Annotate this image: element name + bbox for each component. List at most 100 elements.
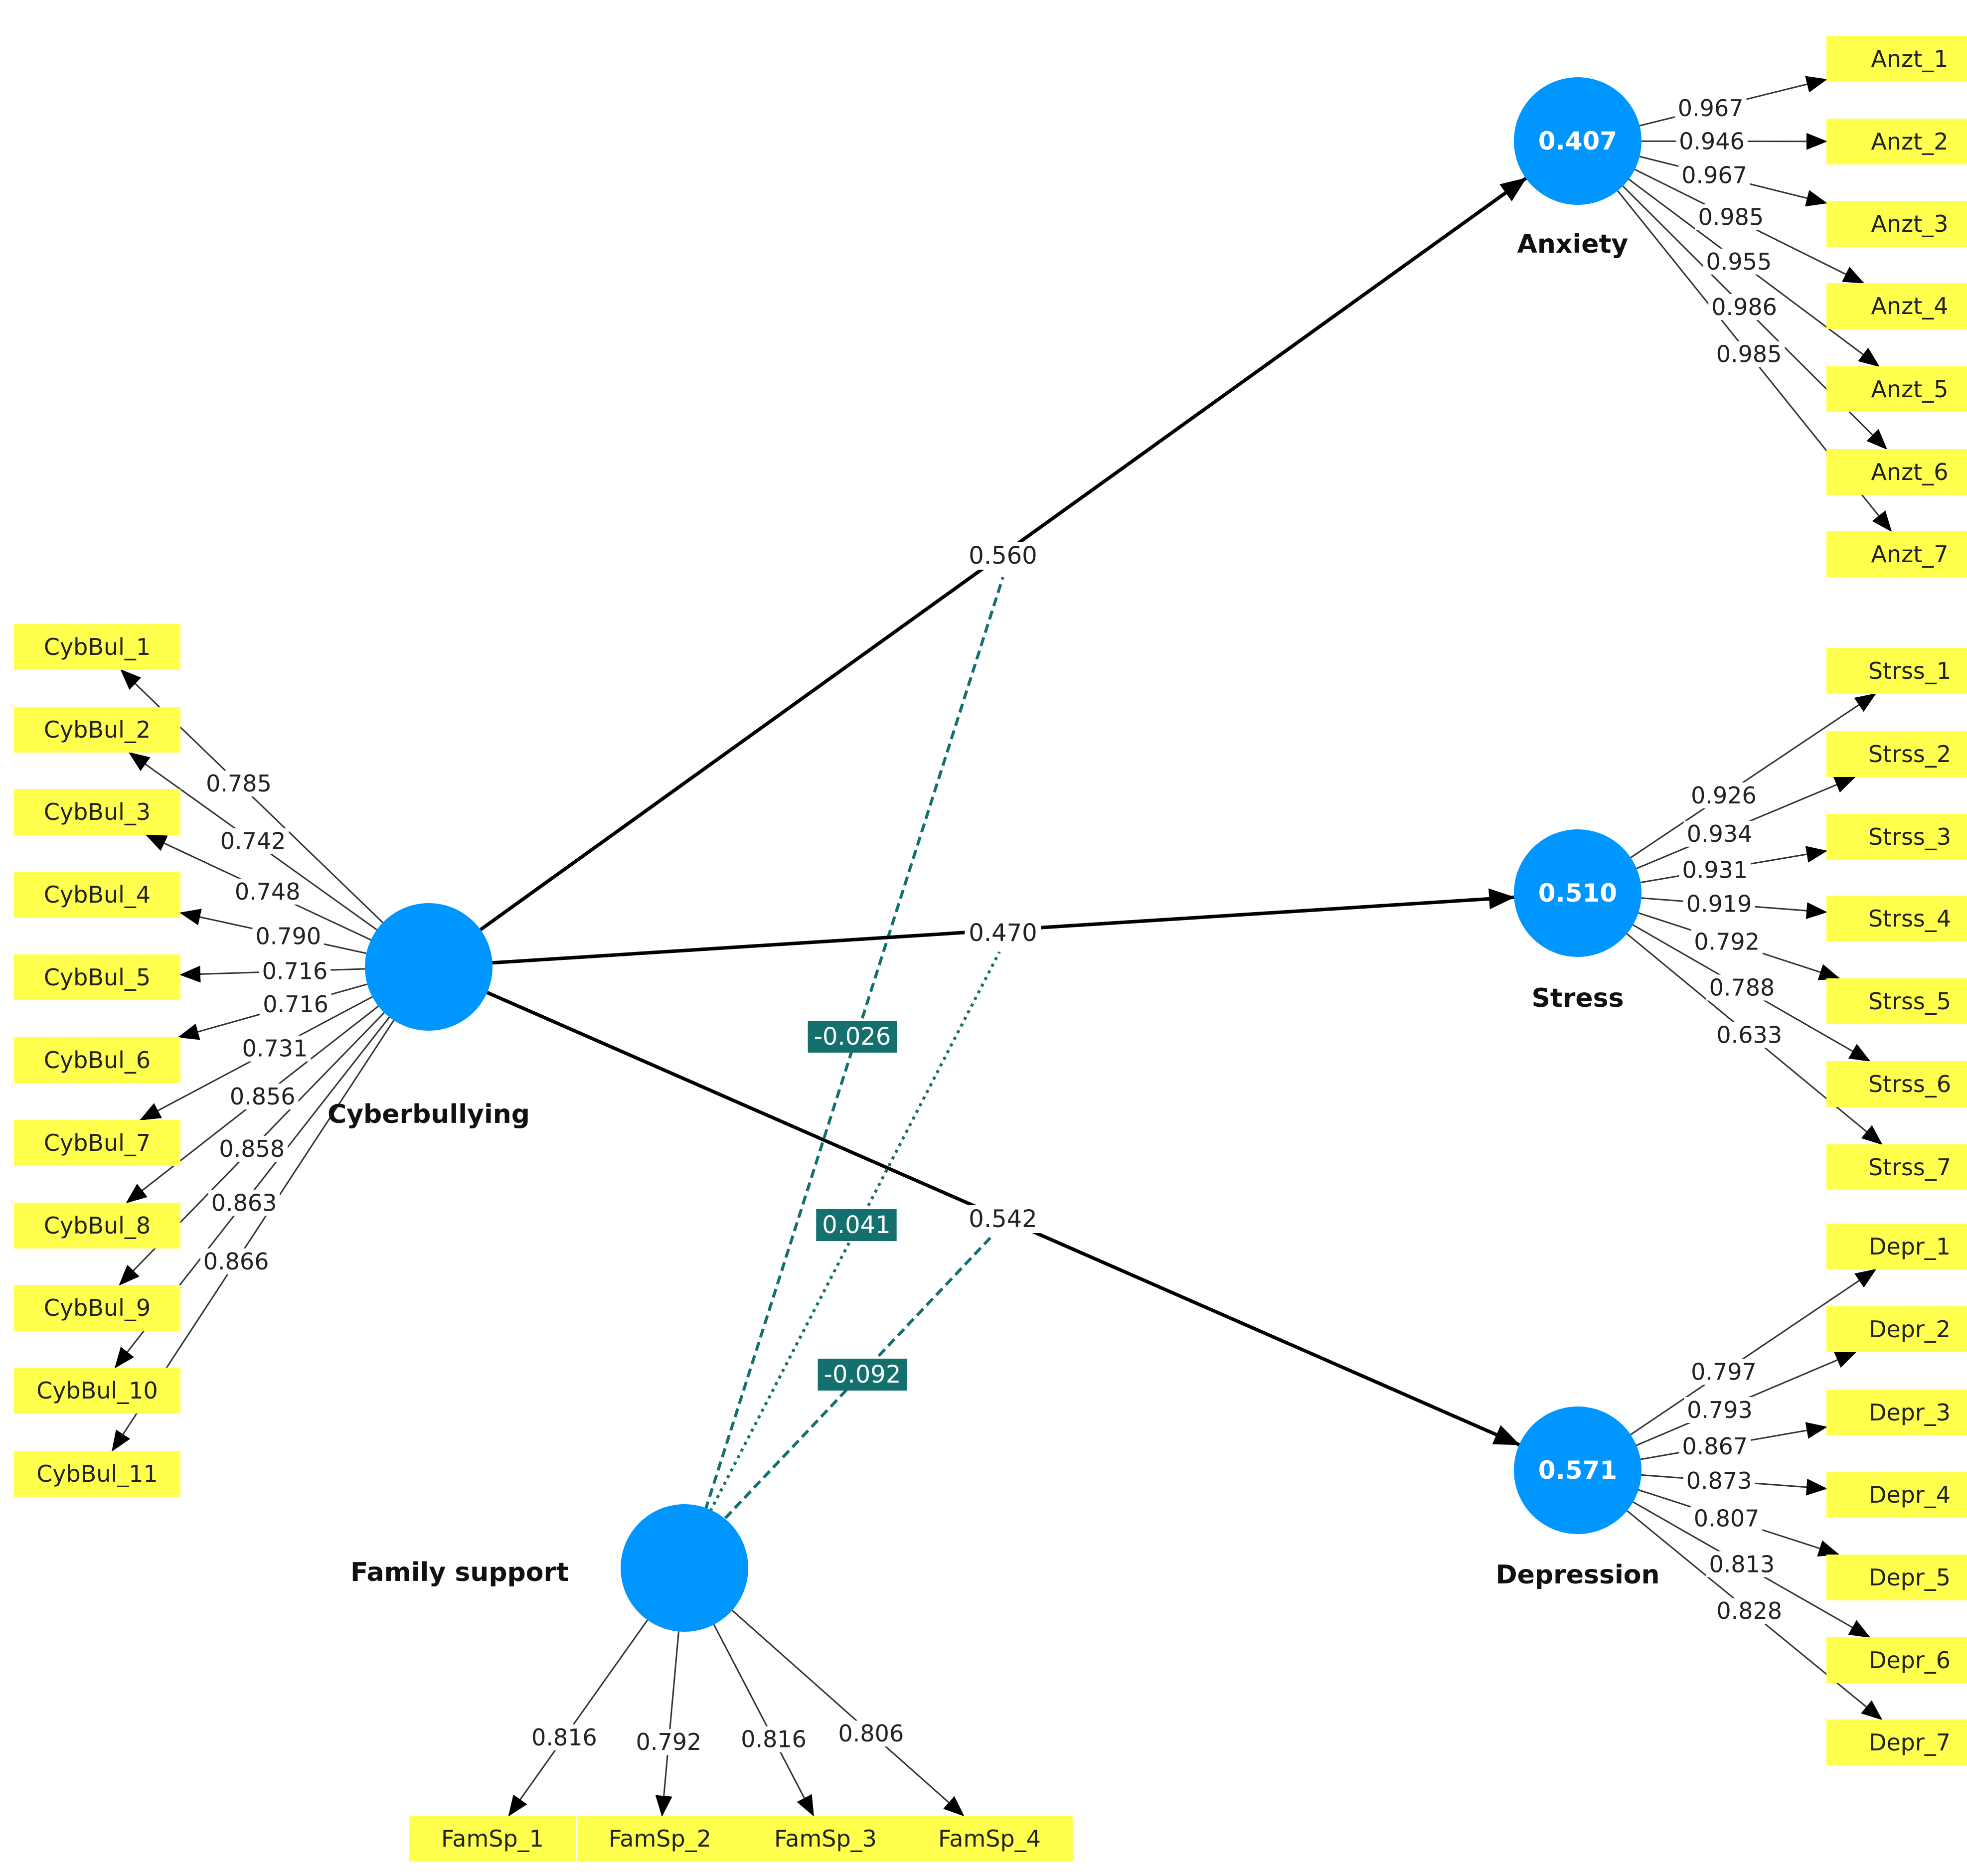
loading-value-cybbul-4-group: 0.790 bbox=[252, 923, 325, 950]
indicator-box-anzt-3[interactable] bbox=[1826, 201, 1967, 247]
loading-value-cybbul-3-group: 0.748 bbox=[231, 878, 304, 905]
construct-anx-circle[interactable] bbox=[1514, 77, 1641, 205]
loading-value-depr-6-group: 0.813 bbox=[1706, 1551, 1778, 1577]
indicator-box-strss-6[interactable] bbox=[1826, 1061, 1967, 1107]
construct-str-circle[interactable] bbox=[1514, 829, 1641, 957]
construct-label-anx: Anxiety bbox=[1517, 229, 1629, 259]
indicator-box-famsp-2[interactable] bbox=[577, 1816, 743, 1862]
loading-value-strss-6-group: 0.788 bbox=[1706, 974, 1778, 1001]
indicator-box-cybbul-9[interactable] bbox=[14, 1285, 180, 1331]
indicator-box-cybbul-8[interactable] bbox=[14, 1203, 180, 1249]
loading-line-famsp-2 bbox=[655, 1631, 679, 1817]
loading-value-cybbul-4: 0.790 bbox=[255, 923, 321, 950]
loading-value-famsp-4-background bbox=[835, 1720, 907, 1747]
loading-value-depr-5-group: 0.807 bbox=[1690, 1505, 1763, 1532]
indicator-box-cybbul-10[interactable] bbox=[14, 1368, 180, 1413]
loading-value-cybbul-6-group: 0.716 bbox=[260, 991, 331, 1018]
loading-value-strss-3-background bbox=[1679, 857, 1751, 883]
loading-value-strss-2-group: 0.934 bbox=[1683, 820, 1756, 847]
indicator-box-cybbul-4[interactable] bbox=[14, 872, 180, 918]
indicator-box-strss-5[interactable] bbox=[1826, 978, 1967, 1024]
loading-value-cybbul-6-background bbox=[260, 991, 331, 1018]
construct-cyb-circle[interactable] bbox=[365, 903, 492, 1031]
indicator-box-depr-6[interactable] bbox=[1826, 1637, 1967, 1683]
indicator-box-cybbul-1[interactable] bbox=[14, 624, 180, 670]
loading-value-cybbul-10: 0.863 bbox=[211, 1190, 277, 1217]
indicator-box-anzt-2[interactable] bbox=[1826, 119, 1967, 164]
loading-value-strss-6: 0.788 bbox=[1709, 974, 1775, 1001]
indicator-box-anzt-7[interactable] bbox=[1826, 531, 1967, 577]
loading-value-famsp-2-background bbox=[633, 1729, 705, 1755]
loading-value-cybbul-8-group: 0.856 bbox=[226, 1083, 299, 1110]
indicator-box-famsp-1[interactable] bbox=[409, 1816, 576, 1862]
loading-value-depr-4: 0.873 bbox=[1686, 1467, 1752, 1494]
indicator-box-strss-1[interactable] bbox=[1826, 648, 1967, 694]
indicator-box-depr-4[interactable] bbox=[1826, 1472, 1967, 1518]
moderation-effect-cyb-dep[interactable]: -0.092 bbox=[818, 1359, 907, 1391]
indicator-label-depr-3: Depr_3 bbox=[1869, 1399, 1951, 1426]
loading-line-depr-1 bbox=[1630, 1268, 1877, 1435]
indicator-box-anzt-4[interactable] bbox=[1826, 283, 1967, 329]
indicator-box-depr-1[interactable] bbox=[1826, 1224, 1967, 1269]
path-coefficient-cyb-anx-group: 0.560 bbox=[965, 542, 1041, 570]
loading-value-anzt-1-background bbox=[1674, 95, 1747, 121]
indicator-box-anzt-6[interactable] bbox=[1826, 449, 1967, 495]
loading-value-cybbul-10-group: 0.863 bbox=[208, 1190, 280, 1217]
loading-value-cybbul-8: 0.856 bbox=[230, 1083, 296, 1110]
indicator-label-depr-1: Depr_1 bbox=[1869, 1233, 1951, 1260]
loading-value-anzt-5: 0.955 bbox=[1706, 248, 1772, 275]
indicator-box-anzt-1[interactable] bbox=[1826, 36, 1967, 82]
indicator-box-anzt-5[interactable] bbox=[1826, 366, 1967, 412]
indicator-box-cybbul-3[interactable] bbox=[14, 789, 180, 835]
indicator-box-strss-7[interactable] bbox=[1826, 1144, 1967, 1190]
moderation-coefficient-cyb-str: 0.041 bbox=[822, 1211, 890, 1239]
loading-value-strss-4-group: 0.919 bbox=[1683, 891, 1755, 918]
loading-value-cybbul-11: 0.866 bbox=[203, 1248, 269, 1275]
loading-value-depr-2-background bbox=[1684, 1397, 1756, 1423]
construct-fam-circle[interactable] bbox=[621, 1504, 748, 1632]
loading-value-cybbul-11-background bbox=[200, 1248, 272, 1274]
loading-value-famsp-4: 0.806 bbox=[838, 1720, 904, 1747]
indicator-box-depr-7[interactable] bbox=[1826, 1720, 1967, 1765]
moderation-line-cyb-dep[interactable] bbox=[724, 1235, 993, 1520]
loading-value-strss-5-background bbox=[1691, 929, 1763, 955]
indicator-box-depr-2[interactable] bbox=[1826, 1306, 1967, 1352]
indicator-box-famsp-3[interactable] bbox=[742, 1816, 909, 1862]
indicator-label-cybbul-5: CybBul_5 bbox=[44, 964, 151, 991]
indicator-label-famsp-1: FamSp_1 bbox=[441, 1825, 544, 1852]
loading-value-strss-4-background bbox=[1683, 891, 1755, 917]
loading-value-cybbul-5-background bbox=[259, 958, 331, 984]
indicator-box-cybbul-5[interactable] bbox=[14, 954, 180, 1000]
indicator-box-strss-3[interactable] bbox=[1826, 814, 1967, 860]
construct-dep-circle[interactable] bbox=[1514, 1407, 1641, 1534]
indicator-label-depr-5: Depr_5 bbox=[1869, 1564, 1951, 1591]
loading-value-depr-4-background bbox=[1683, 1467, 1755, 1494]
indicator-box-depr-3[interactable] bbox=[1826, 1390, 1967, 1435]
loading-value-famsp-3-background bbox=[738, 1726, 810, 1752]
path-coefficient-cyb-str-group: 0.470 bbox=[965, 919, 1041, 947]
indicator-box-strss-4[interactable] bbox=[1826, 896, 1967, 941]
indicator-box-cybbul-6[interactable] bbox=[14, 1037, 180, 1083]
indicator-label-strss-7: Strss_7 bbox=[1868, 1154, 1951, 1181]
indicator-box-famsp-4[interactable] bbox=[906, 1816, 1073, 1862]
loading-value-cybbul-7-background bbox=[239, 1035, 311, 1062]
moderation-effect-cyb-str[interactable]: 0.041 bbox=[816, 1209, 897, 1241]
loading-value-depr-3-background bbox=[1679, 1433, 1751, 1460]
loading-value-anzt-5-background bbox=[1703, 248, 1775, 275]
indicator-label-cybbul-9: CybBul_9 bbox=[44, 1294, 151, 1321]
indicator-label-cybbul-1: CybBul_1 bbox=[44, 633, 151, 660]
indicator-label-strss-1: Strss_1 bbox=[1868, 657, 1951, 684]
indicator-box-depr-5[interactable] bbox=[1826, 1555, 1967, 1600]
loading-value-cybbul-2-group: 0.742 bbox=[217, 828, 289, 855]
labels-layer: CybBul_10.785CybBul_20.742CybBul_30.748C… bbox=[36, 45, 1951, 1852]
loading-value-depr-7: 0.828 bbox=[1716, 1597, 1782, 1624]
loading-value-anzt-7: 0.985 bbox=[1716, 341, 1782, 368]
indicator-box-strss-2[interactable] bbox=[1826, 731, 1967, 777]
loading-value-strss-7-group: 0.633 bbox=[1713, 1021, 1786, 1048]
indicator-box-cybbul-11[interactable] bbox=[14, 1451, 180, 1497]
indicator-label-strss-6: Strss_6 bbox=[1868, 1071, 1951, 1097]
indicator-box-cybbul-7[interactable] bbox=[14, 1120, 180, 1166]
loading-line-strss-1 bbox=[1630, 693, 1876, 859]
indicator-box-cybbul-2[interactable] bbox=[14, 707, 180, 753]
moderation-effect-cyb-anx[interactable]: -0.026 bbox=[808, 1021, 897, 1053]
